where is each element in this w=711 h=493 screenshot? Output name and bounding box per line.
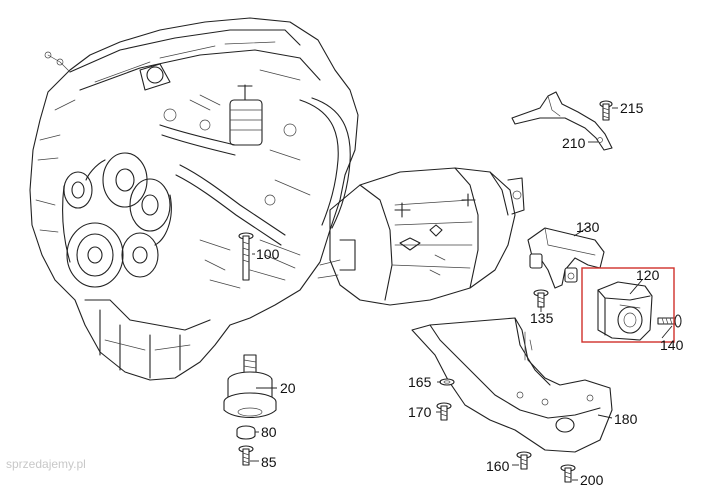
label-215: 215 xyxy=(620,100,644,116)
transmission-assembly xyxy=(317,167,525,306)
label-210: 210 xyxy=(562,135,586,151)
label-20: 20 xyxy=(280,380,296,396)
bolt-200 xyxy=(560,464,576,483)
label-130: 130 xyxy=(576,219,600,235)
bracket-130 xyxy=(527,227,605,289)
bolt-135 xyxy=(533,289,549,308)
label-160: 160 xyxy=(486,458,510,474)
crossmember-180 xyxy=(411,317,613,453)
bolt-170 xyxy=(436,402,452,421)
highlight-box-120 xyxy=(581,267,675,343)
washer-165 xyxy=(439,378,455,386)
engine-mount-20 xyxy=(223,354,277,419)
label-85: 85 xyxy=(261,454,277,470)
label-200: 200 xyxy=(580,472,604,488)
label-80: 80 xyxy=(261,424,277,440)
label-180: 180 xyxy=(614,411,638,427)
bolt-140 xyxy=(657,314,682,328)
bolt-215 xyxy=(599,100,613,121)
label-170: 170 xyxy=(408,404,432,420)
washer-80 xyxy=(236,425,256,440)
label-165: 165 xyxy=(408,374,432,390)
leader-lines xyxy=(250,107,673,481)
label-100: 100 xyxy=(256,246,280,262)
bolt-160 xyxy=(516,451,532,470)
engine-mount-120 xyxy=(597,281,653,341)
label-140: 140 xyxy=(660,337,684,353)
label-135: 135 xyxy=(530,310,554,326)
part-labels: 100 20 80 85 215 210 130 135 120 140 165… xyxy=(256,100,684,488)
engine-assembly xyxy=(29,17,359,381)
stud-100 xyxy=(238,232,254,281)
watermark: sprzedajemy.pl xyxy=(6,457,86,471)
bolt-85 xyxy=(238,445,254,466)
label-120: 120 xyxy=(636,267,660,283)
bracket-210 xyxy=(511,91,613,151)
